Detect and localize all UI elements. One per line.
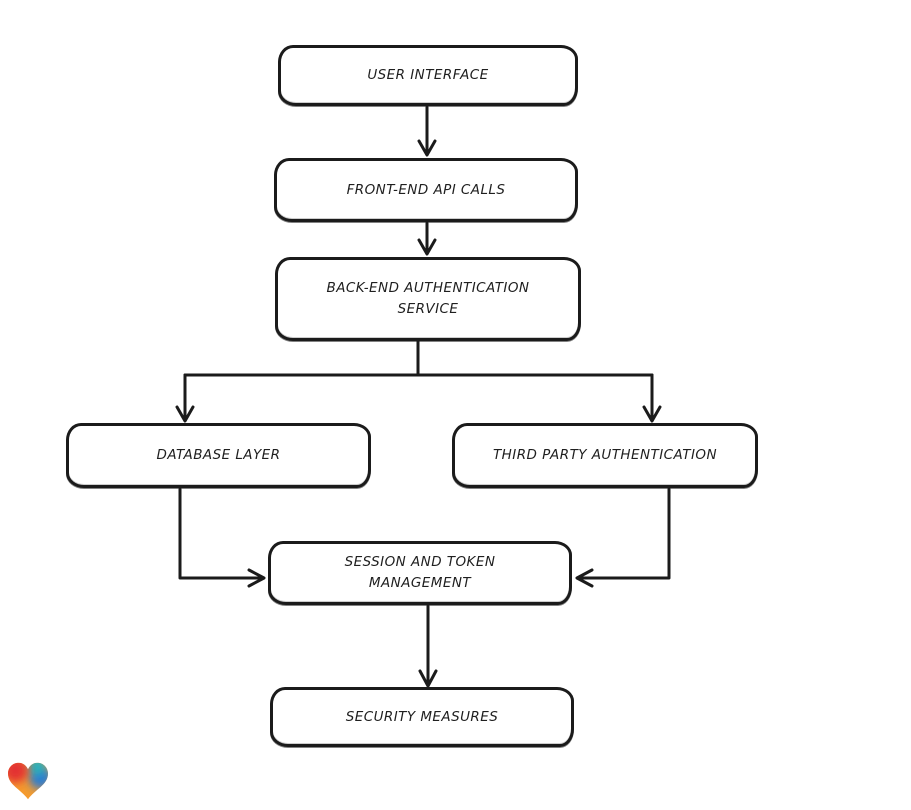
edge-back-end-to-database-layer [175,373,195,423]
edge-user-interface-to-front-end-api-calls [417,105,437,157]
lovable-badge[interactable] [8,761,48,802]
edge-back-end-to-third-party-authentication [642,373,662,423]
edge-database-layer-to-session-token [178,487,266,588]
edge-front-end-api-calls-to-back-end-authentication [417,221,437,256]
node-session-and-token-management-label: SESSION AND TOKEN MANAGEMENT [344,554,496,591]
node-back-end-authentication-service-label: BACK-END AUTHENTICATION SERVICE [326,280,530,317]
node-security-measures-label: SECURITY MEASURES [345,708,499,725]
node-security-measures[interactable]: SECURITY MEASURES [270,687,574,747]
node-user-interface-label: USER INTERFACE [367,67,489,84]
node-back-end-authentication-service[interactable]: BACK-END AUTHENTICATION SERVICE [275,257,581,341]
heart-logo-icon [8,762,48,800]
edge-back-end-branch-trunk [183,339,654,377]
edge-third-party-to-session-token [575,487,671,588]
node-database-layer[interactable]: DATABASE LAYER [66,423,371,488]
node-user-interface[interactable]: USER INTERFACE [278,45,578,106]
node-third-party-authentication[interactable]: THIRD PARTY AUTHENTICATION [452,423,758,488]
node-third-party-authentication-label: THIRD PARTY AUTHENTICATION [492,447,717,464]
node-front-end-api-calls[interactable]: FRONT-END API CALLS [274,158,578,222]
node-session-and-token-management[interactable]: SESSION AND TOKEN MANAGEMENT [268,541,572,605]
edge-session-token-to-security-measures [418,604,438,688]
node-front-end-api-calls-label: FRONT-END API CALLS [346,181,506,198]
node-database-layer-label: DATABASE LAYER [156,447,281,464]
